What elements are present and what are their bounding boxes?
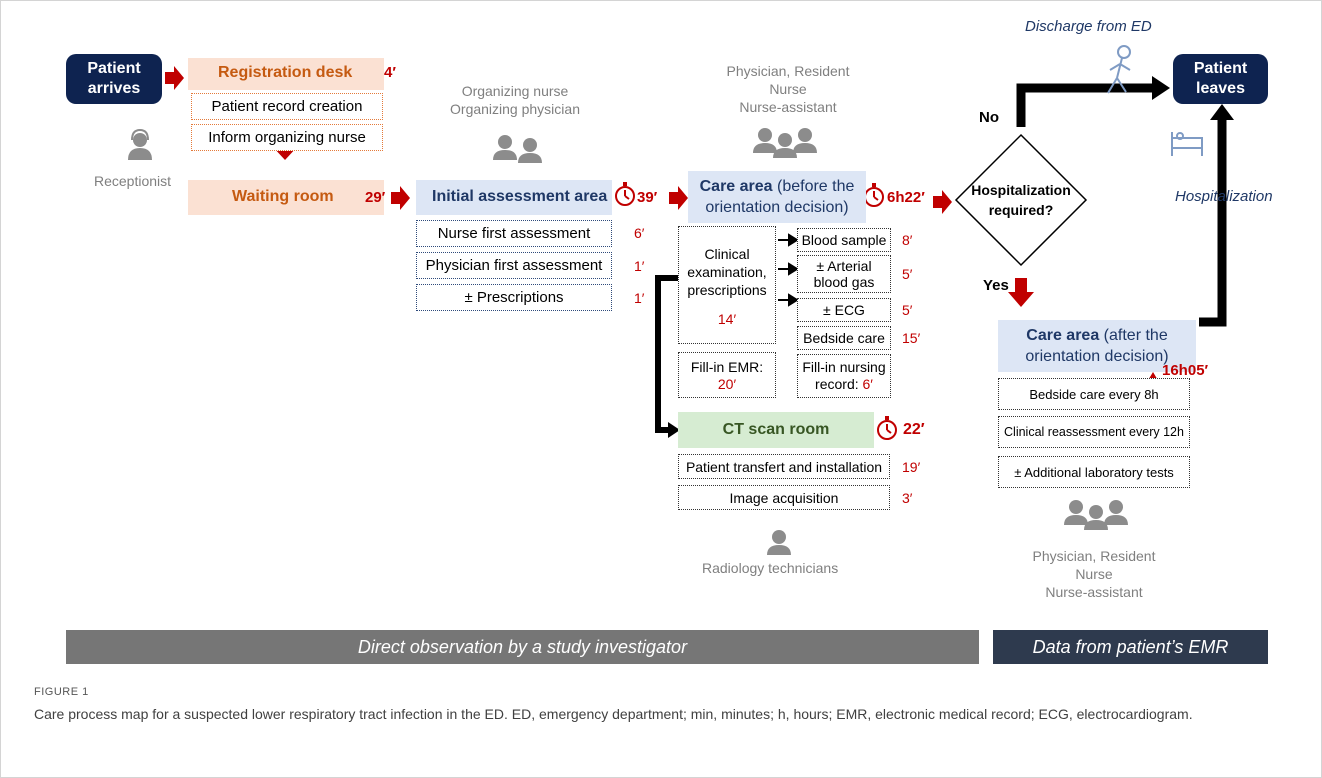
prescriptions-time: 1′ bbox=[634, 290, 645, 306]
arrow-to-care bbox=[669, 186, 688, 210]
waiting-room-node: Waiting room bbox=[188, 180, 384, 215]
bedside-care-8h: Bedside care every 8h bbox=[998, 378, 1190, 410]
registration-time: 4′ bbox=[384, 64, 396, 81]
decision-diamond bbox=[954, 133, 1088, 267]
ecg: ± ECG bbox=[797, 298, 891, 322]
group-icon bbox=[493, 135, 542, 163]
walking-person-icon bbox=[1107, 45, 1131, 94]
care-area-after-line2: orientation decision) bbox=[1025, 348, 1169, 365]
decision-label: Hospitalization required? bbox=[971, 182, 1071, 218]
care-area-after-node: Care area (after the orientation decisio… bbox=[998, 320, 1196, 372]
hospital-bed-icon bbox=[1171, 132, 1203, 156]
group-icon bbox=[753, 128, 817, 158]
arrow-discharge bbox=[1016, 83, 1158, 127]
clinical-exam-label: Clinical examination, prescriptions bbox=[687, 246, 767, 298]
blood-sample: Blood sample bbox=[797, 228, 891, 252]
bedside-care-time: 15′ bbox=[902, 330, 921, 346]
registration-desk-node: Registration desk bbox=[188, 58, 384, 90]
care-staff-bottom-label: Physician, Resident Nurse Nurse-assistan… bbox=[1032, 548, 1156, 600]
initial-time: 39′ bbox=[637, 189, 658, 206]
initial-assessment-label: Initial assessment area bbox=[432, 188, 608, 205]
patient-arrives-node: Patient arrives bbox=[66, 54, 162, 104]
stopwatch-icon bbox=[864, 182, 884, 207]
waiting-time: 29′ bbox=[365, 189, 386, 206]
arterial-gas-time: 5′ bbox=[902, 266, 913, 282]
clinical-reassessment-12h: Clinical reassessment every 12h bbox=[998, 416, 1190, 448]
prescriptions: ± Prescriptions bbox=[416, 284, 612, 311]
arrow-to-registration bbox=[165, 66, 184, 90]
physician-first-assessment: Physician first assessment bbox=[416, 252, 612, 279]
arrow-yes bbox=[1008, 278, 1034, 307]
arterial-blood-gas: ± Arterial blood gas bbox=[797, 255, 891, 293]
discharge-label: Discharge from ED bbox=[1025, 18, 1152, 35]
arrow-to-decision bbox=[933, 190, 952, 214]
headset-person-icon bbox=[128, 128, 152, 160]
arrow-to-initial bbox=[391, 186, 410, 210]
clinical-exam-box: Clinical examination, prescriptions 14′ bbox=[678, 226, 776, 344]
arrow-hospitalization bbox=[1199, 115, 1227, 327]
figure-label: FIGURE 1 bbox=[34, 686, 89, 698]
nurse-first-time: 6′ bbox=[634, 225, 645, 241]
patient-transfer: Patient transfert and installation bbox=[678, 454, 890, 479]
care-area-before-line2: orientation decision) bbox=[705, 199, 849, 216]
inform-organizing-nurse: Inform organizing nurse bbox=[191, 124, 383, 151]
image-acq-time: 3′ bbox=[902, 490, 913, 506]
care-small-arrows bbox=[778, 233, 799, 307]
clinical-exam-time: 14′ bbox=[717, 311, 737, 327]
ct-scan-room-node: CT scan room bbox=[678, 412, 874, 448]
person-icon bbox=[767, 530, 791, 555]
stopwatch-icon bbox=[615, 181, 635, 206]
fill-emr-time: 20′ bbox=[717, 376, 737, 392]
band-emr-data: Data from patient’s EMR bbox=[993, 630, 1268, 664]
arrow-to-ct bbox=[655, 275, 680, 433]
radiology-label: Radiology technicians bbox=[702, 560, 839, 576]
image-acquisition: Image acquisition bbox=[678, 485, 890, 510]
care-area-before-node: Care area (before the orientation decisi… bbox=[688, 171, 866, 223]
care-staff-top-label: Physician, Resident Nurse Nurse-assistan… bbox=[726, 63, 850, 115]
yes-label: Yes bbox=[983, 277, 1009, 294]
physician-first-time: 1′ bbox=[634, 258, 645, 274]
stopwatch-icon bbox=[877, 415, 897, 440]
ct-time: 22′ bbox=[903, 421, 925, 438]
figure-caption: Care process map for a suspected lower r… bbox=[34, 706, 1193, 722]
additional-lab-tests: ± Additional laboratory tests bbox=[998, 456, 1190, 488]
patient-transfer-time: 19′ bbox=[902, 459, 921, 475]
nurse-first-assessment: Nurse first assessment bbox=[416, 220, 612, 247]
fill-nursing-time: 6′ bbox=[862, 376, 873, 392]
hospitalization-label: Hospitalization bbox=[1175, 188, 1273, 205]
care-before-time: 6h22′ bbox=[887, 189, 925, 206]
care-area-after-title: Care area bbox=[1026, 327, 1100, 344]
care-area-before-sub: (before the bbox=[772, 178, 855, 195]
patient-record-creation: Patient record creation bbox=[191, 93, 383, 120]
care-area-before-title: Care area bbox=[699, 178, 773, 195]
blood-sample-time: 8′ bbox=[902, 232, 913, 248]
group-icon bbox=[1064, 500, 1128, 530]
care-after-time: 16h05′ bbox=[1162, 362, 1209, 379]
organizing-staff-label: Organizing nurse Organizing physician bbox=[450, 83, 580, 117]
fill-nursing-box: Fill-in nursing record: 6′ bbox=[797, 354, 891, 398]
ecg-time: 5′ bbox=[902, 302, 913, 318]
fill-nursing-label: Fill-in nursing record: bbox=[802, 359, 886, 392]
fill-emr-box: Fill-in EMR: 20′ bbox=[678, 352, 776, 398]
fill-emr-label: Fill-in EMR: bbox=[690, 359, 764, 375]
registration-desk-label: Registration desk bbox=[218, 64, 353, 81]
receptionist-label: Receptionist bbox=[94, 173, 172, 189]
waiting-room-label: Waiting room bbox=[232, 188, 334, 205]
band-direct-observation: Direct observation by a study investigat… bbox=[66, 630, 979, 664]
bedside-care: Bedside care bbox=[797, 326, 891, 350]
patient-leaves-node: Patient leaves bbox=[1173, 54, 1268, 104]
initial-assessment-node: Initial assessment area bbox=[416, 180, 612, 215]
care-area-after-sub: (after the bbox=[1099, 327, 1168, 344]
no-label: No bbox=[979, 109, 999, 126]
